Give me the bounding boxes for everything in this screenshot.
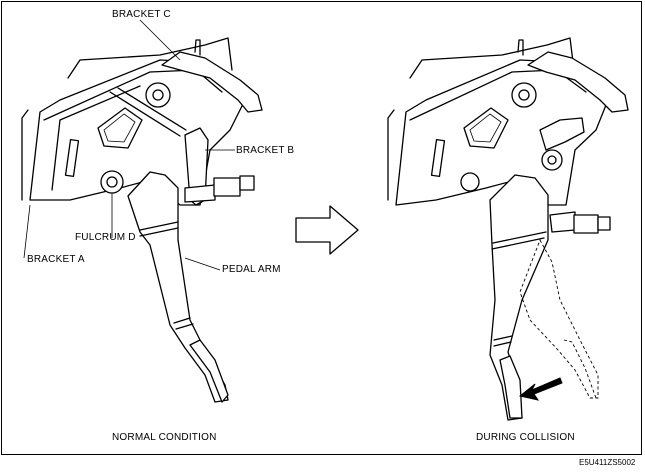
label-bracket-a: BRACKET A (27, 254, 85, 265)
figure-code: E5U411ZS5002 (579, 458, 636, 467)
figure-frame (1, 1, 642, 455)
bracket-a-shape (29, 59, 246, 206)
caption-during-collision: DURING COLLISION (476, 432, 575, 443)
motion-arrow-icon (518, 377, 563, 401)
label-pedal-arm: PEDAL ARM (222, 264, 281, 275)
label-fulcrum-d: FULCRUM D (75, 232, 136, 243)
label-bracket-c: BRACKET C (112, 9, 171, 20)
normal-condition-illustration (21, 19, 263, 403)
dash-panel-outline (67, 37, 233, 79)
transition-arrow (295, 205, 359, 255)
caption-normal-condition: NORMAL CONDITION (112, 432, 217, 443)
bracket-c-shape (161, 51, 263, 113)
during-collision-illustration (387, 37, 629, 421)
label-bracket-b: BRACKET B (236, 145, 295, 156)
